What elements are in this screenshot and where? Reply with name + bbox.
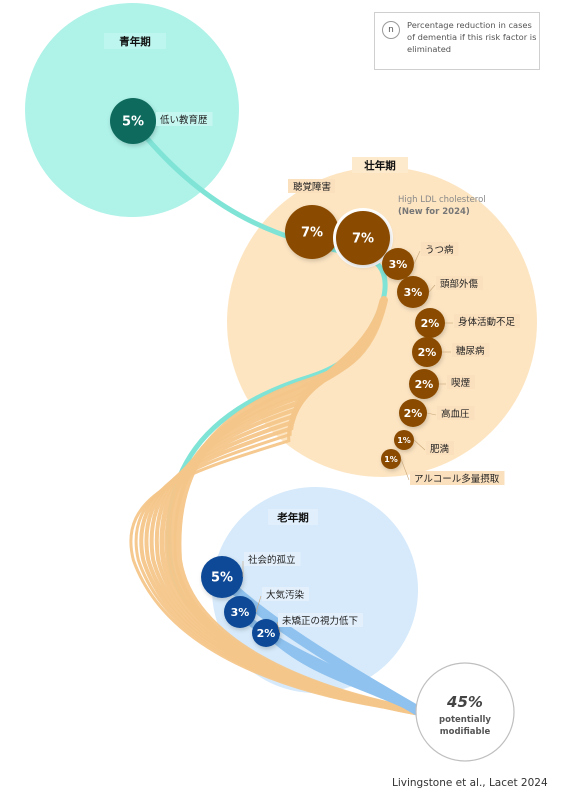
- svg-text:青年期: 青年期: [119, 35, 151, 48]
- factor-label: アルコール多量摂取: [414, 473, 500, 485]
- factor-note: (New for 2024): [398, 207, 470, 217]
- late-factor-value: 5%: [211, 571, 233, 586]
- factor-label-bg: [156, 112, 213, 126]
- midlife-factor-node: [382, 248, 414, 280]
- factor-label-bg: [426, 441, 454, 455]
- factor-label: うつ病: [425, 244, 454, 256]
- midlife-factor-node: [412, 337, 442, 367]
- midlife-factor-node: [394, 430, 414, 450]
- citation: Livingstone et al., Lacet 2024: [392, 777, 548, 789]
- youth-factor-node: [110, 98, 156, 144]
- factor-nodes: 5% 低い教育歴 7% 聴覚障害 7% High LDL cholesterol (New …: [110, 98, 520, 647]
- late-factor-node: [201, 556, 243, 598]
- late-factor-1: 3% 大気汚染: [224, 587, 309, 628]
- midlife-stage-title: 壮年期: [352, 157, 408, 173]
- late-factor-node: [224, 596, 256, 628]
- factor-label-bg: [436, 276, 483, 290]
- midlife-factor-node: [381, 449, 401, 469]
- factor-label-bg: [447, 375, 475, 389]
- total-value: 45%: [446, 693, 483, 711]
- leader-line: [428, 284, 436, 293]
- midlife-factor-value: 2%: [418, 346, 437, 359]
- late-factor-0: 5% 社会的孤立: [201, 552, 301, 598]
- factor-label: 頭部外傷: [440, 278, 479, 290]
- midlife-factor-value: 2%: [404, 407, 423, 420]
- youth-factor-0: 5% 低い教育歴: [110, 98, 213, 144]
- factor-label: 肥満: [430, 444, 450, 455]
- midlife-factor-8: 1% 肥満: [394, 430, 454, 455]
- midlife-factor-value: 3%: [404, 286, 423, 299]
- leader-line: [413, 250, 421, 265]
- late-stage-title: 老年期: [268, 509, 318, 525]
- leader-line: [426, 412, 437, 416]
- midlife-factor-node: [415, 308, 445, 338]
- midlife-factor-value: 7%: [301, 226, 323, 241]
- youth-factor-value: 5%: [122, 115, 144, 130]
- leader-line: [255, 595, 262, 613]
- leader-line: [276, 621, 281, 634]
- factor-label: 社会的孤立: [248, 554, 296, 566]
- leader-line: [400, 458, 410, 481]
- midlife-factor-1: 7% High LDL cholesterol (New for 2024): [333, 195, 486, 268]
- factor-label: 喫煙: [451, 377, 471, 389]
- midlife-factor-6: 2% 喫煙: [409, 369, 475, 399]
- total-line1: potentially: [439, 715, 491, 725]
- midlife-factor-node: [409, 369, 439, 399]
- late-factor-2: 2% 未矯正の視力低下: [252, 613, 363, 647]
- midlife-factor-node: [285, 205, 339, 259]
- factor-label-bg: [454, 314, 520, 328]
- late-factor-node: [252, 619, 280, 647]
- factor-label: High LDL cholesterol: [398, 195, 486, 205]
- midlife-factor-value: 2%: [415, 378, 434, 391]
- midlife-factor-value: 7%: [352, 232, 374, 247]
- midlife-factor-node: [399, 399, 427, 427]
- factor-label: 糖尿病: [456, 345, 485, 357]
- factor-label-bg: [278, 613, 363, 627]
- svg-text:壮年期: 壮年期: [364, 159, 396, 172]
- factor-label-bg: [452, 343, 490, 357]
- factor-label: 低い教育歴: [160, 114, 208, 126]
- late-factor-value: 2%: [257, 627, 276, 640]
- midlife-flow-band: [129, 309, 422, 714]
- midlife-factor-0: 7% 聴覚障害: [285, 179, 339, 259]
- midlife-factor-node: [336, 211, 390, 265]
- midlife-factor-9: 1% アルコール多量摂取: [381, 449, 505, 485]
- legend-marker: n: [382, 21, 400, 39]
- midlife-factor-value: 1%: [397, 436, 411, 445]
- legend-text: Percentage reduction in cases of dementi…: [407, 20, 537, 54]
- midlife-factor-2: 3% うつ病: [382, 242, 459, 280]
- late-flow-band: [263, 629, 423, 715]
- svg-text:老年期: 老年期: [276, 511, 309, 524]
- factor-label: 大気汚染: [266, 589, 305, 601]
- factor-label: 高血圧: [441, 408, 470, 420]
- total-node: 45% potentially modifiable: [415, 662, 515, 762]
- midlife-factor-value: 3%: [389, 258, 408, 271]
- factor-label-bg: [262, 587, 309, 601]
- midlife-factor-4: 2% 身体活動不足: [415, 308, 520, 338]
- factor-label-bg: [410, 471, 505, 485]
- factor-label-bg: [288, 179, 335, 193]
- total-line2: modifiable: [440, 727, 491, 737]
- midlife-factor-5: 2% 糖尿病: [412, 337, 490, 367]
- factor-label-bg: [437, 406, 475, 420]
- factor-label: 未矯正の視力低下: [282, 615, 358, 627]
- legend-box: n Percentage reduction in cases of demen…: [374, 12, 540, 70]
- late-factor-value: 3%: [231, 606, 250, 619]
- midlife-factor-7: 2% 高血圧: [399, 399, 475, 427]
- midlife-factor-value: 1%: [384, 455, 398, 464]
- factor-label: 身体活動不足: [458, 316, 516, 328]
- midlife-factor-value: 2%: [421, 317, 440, 330]
- factor-label-bg: [421, 242, 459, 256]
- factor-label-bg: [244, 552, 301, 566]
- midlife-factor-3: 3% 頭部外傷: [397, 276, 483, 308]
- leader-line: [413, 439, 426, 451]
- midlife-factor-node: [397, 276, 429, 308]
- youth-stage-title: 青年期: [104, 33, 166, 49]
- factor-label: 聴覚障害: [293, 181, 331, 193]
